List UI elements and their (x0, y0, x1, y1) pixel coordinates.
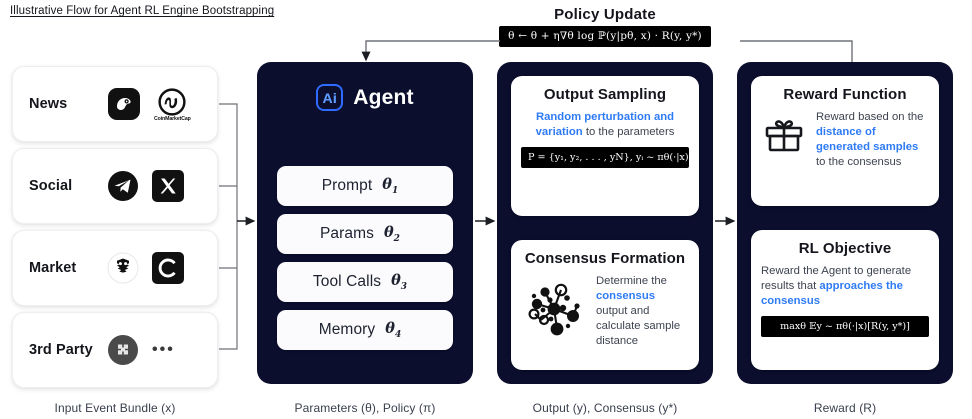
reward-text-highlight: distance of generated samples (816, 125, 919, 153)
parameter-label: Params (319, 225, 374, 242)
consensus-formation-text: Determine the consensus output and calcu… (596, 274, 689, 349)
output-sampling-formula: P = {y₁, y₂, . . . , yN}, yᵢ ~ πθ(·|x) (521, 146, 689, 168)
reward-caption: Reward (R) (813, 401, 877, 415)
network-graph-icon (521, 276, 587, 342)
ai-logo-icon: Ai (316, 84, 344, 111)
gift-icon (761, 113, 807, 159)
owl-icon (107, 252, 139, 284)
list-item[interactable]: Social (12, 148, 218, 224)
output-sampling-rest: to the parameters (582, 125, 675, 138)
coinmarketcap-icon: CoinMarketCap (154, 87, 191, 122)
telegram-icon (107, 170, 139, 202)
parameter-symbol: θ3 (391, 272, 408, 292)
consensus-text-highlight: consensus (596, 289, 656, 302)
output-sampling-text: Random perturbation and variation to the… (521, 110, 689, 140)
policy-update-formula: θ ← θ + η∇θ log ℙ(y|pθ, x) · R(y, y*) (499, 26, 711, 47)
output-sampling-title: Output Sampling (543, 86, 667, 103)
consensus-text-before: Determine the (596, 275, 667, 287)
rl-objective-formula: maxθ 𝔼y ~ πθ(·|x)[R(y, y*)] (761, 315, 929, 337)
x-twitter-icon (152, 170, 184, 202)
reward-function-body: Reward based on the distance of generate… (761, 110, 929, 170)
rl-objective-card[interactable]: RL Objective Reward the Agent to generat… (751, 230, 939, 370)
parameter-symbol: θ1 (382, 176, 399, 196)
reward-text-before: Reward based on the (816, 111, 924, 123)
list-item[interactable]: Market (12, 230, 218, 306)
source-icons: ••• (107, 334, 205, 366)
c-letter-icon (152, 252, 184, 284)
rl-objective-text-before: Reward the Agent to generate results tha… (761, 265, 912, 292)
policy-update-header: Policy Update θ ← θ + η∇θ log ℙ(y|pθ, x)… (470, 6, 740, 47)
source-label: Market (29, 260, 77, 276)
agent-panel: Ai Agent Prompt θ1 Params θ2 Tool Calls … (257, 62, 473, 384)
source-icons (107, 170, 205, 202)
parameter-label: Prompt (321, 177, 373, 194)
reward-function-card[interactable]: Reward Function Reward based on the dist… (751, 76, 939, 206)
reward-function-text: Reward based on the distance of generate… (816, 110, 929, 170)
output-panel: Output Sampling Random perturbation and … (497, 62, 713, 384)
ai-badge-text: Ai (322, 89, 337, 106)
consensus-text-after: output and calculate sample distance (596, 304, 681, 347)
puzzle-x-icon (107, 334, 139, 366)
parameter-row-params[interactable]: Params θ2 (277, 214, 453, 254)
parameter-row-memory[interactable]: Memory θ4 (277, 310, 453, 350)
output-caption: Output (y), Consensus (y*) (532, 401, 678, 415)
input-bundle-caption: Input Event Bundle (x) (54, 401, 176, 415)
rl-objective-text: Reward the Agent to generate results tha… (761, 264, 929, 309)
policy-update-title: Policy Update (554, 6, 656, 23)
page-title: Illustrative Flow for Agent RL Engine Bo… (10, 5, 275, 17)
ellipsis-icon: ••• (152, 341, 175, 358)
source-icons (107, 252, 205, 284)
source-label: Social (29, 178, 73, 194)
source-label: News (29, 96, 68, 112)
list-item[interactable]: 3rd Party ••• (12, 312, 218, 388)
coinmarketcap-wordmark: CoinMarketCap (154, 115, 191, 122)
agent-caption: Parameters (θ), Policy (π) (294, 401, 436, 415)
parameter-label: Tool Calls (312, 273, 382, 290)
parameter-symbol: θ2 (384, 224, 400, 244)
rl-objective-title: RL Objective (798, 240, 892, 257)
agent-parameter-list: Prompt θ1 Params θ2 Tool Calls θ3 Memory… (277, 166, 453, 350)
reward-text-after: to the consensus (816, 155, 902, 168)
parameter-row-prompt[interactable]: Prompt θ1 (277, 166, 453, 206)
rl-objective-text-highlight: approaches the consensus (761, 279, 903, 307)
list-item[interactable]: News CoinMarketCap (12, 66, 218, 142)
parameter-label: Memory (318, 321, 376, 338)
news-bird-icon (107, 87, 141, 121)
reward-function-title: Reward Function (783, 86, 907, 103)
consensus-formation-card[interactable]: Consensus Formation (511, 240, 699, 370)
parameter-row-tool-calls[interactable]: Tool Calls θ3 (277, 262, 453, 302)
output-sampling-highlight: Random perturbation and variation (535, 111, 675, 138)
agent-title: Agent (353, 85, 414, 109)
parameter-symbol: θ4 (385, 320, 402, 340)
reward-panel: Reward Function Reward based on the dist… (737, 62, 953, 384)
consensus-formation-title: Consensus Formation (524, 250, 686, 267)
source-icons: CoinMarketCap (107, 87, 205, 122)
agent-header: Ai Agent (257, 84, 473, 111)
source-label: 3rd Party (29, 342, 93, 358)
consensus-formation-body: Determine the consensus output and calcu… (521, 274, 689, 349)
output-sampling-card[interactable]: Output Sampling Random perturbation and … (511, 76, 699, 216)
